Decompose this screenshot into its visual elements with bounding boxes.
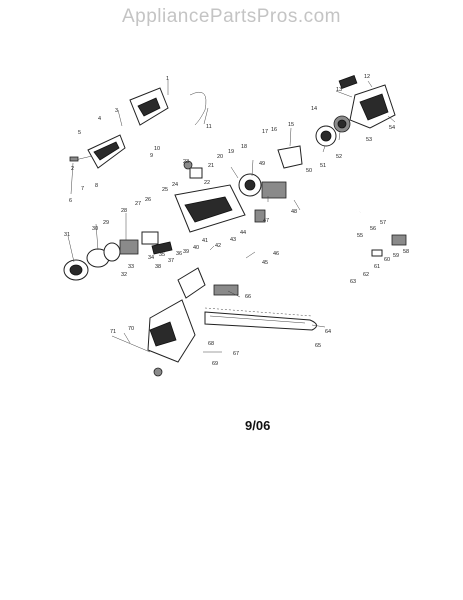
part-label-22: 22 [204, 180, 210, 186]
part-label-66: 66 [245, 294, 251, 300]
part-label-11: 11 [206, 124, 212, 130]
part-label-36: 36 [176, 251, 182, 257]
part-label-65: 65 [315, 343, 321, 349]
part-label-16: 16 [271, 127, 277, 133]
part-label-12: 12 [364, 74, 370, 80]
part-label-71: 71 [110, 329, 116, 335]
part-label-35: 35 [159, 252, 165, 258]
starter-assembly [277, 74, 396, 169]
part-label-25: 25 [162, 187, 168, 193]
watermark-text: AppliancePartsPros.com [121, 6, 342, 27]
part-label-28: 28 [121, 208, 127, 214]
part-label-33: 33 [128, 264, 134, 270]
part-label-24: 24 [172, 182, 178, 188]
part-label-43: 43 [230, 237, 236, 243]
part-label-40: 40 [193, 245, 199, 251]
part-label-60: 60 [384, 257, 390, 263]
part-label-9: 9 [150, 153, 153, 159]
part-label-18: 18 [241, 144, 247, 150]
leader-lines [67, 80, 396, 353]
part-label-23: 23 [183, 159, 189, 165]
part-label-2: 2 [71, 166, 74, 172]
part-label-49: 49 [259, 161, 265, 167]
part-label-5: 5 [78, 130, 81, 136]
part-label-3: 3 [115, 108, 118, 114]
part-label-20: 20 [217, 154, 223, 160]
part-number-labels: 1 2 3 4 5 6 7 8 9 10 11 12 13 14 15 16 1… [64, 74, 409, 367]
side-cover [147, 267, 222, 377]
part-label-57: 57 [380, 220, 386, 226]
part-label-38: 38 [155, 264, 161, 270]
part-label-26: 26 [145, 197, 151, 203]
part-label-32: 32 [121, 272, 127, 278]
part-label-55: 55 [357, 233, 363, 239]
part-label-30: 30 [92, 226, 98, 232]
part-label-29: 29 [103, 220, 109, 226]
part-label-54: 54 [389, 125, 395, 131]
clutch-assembly [63, 231, 173, 281]
part-label-59: 59 [393, 253, 399, 259]
part-label-19: 19 [228, 149, 234, 155]
part-label-48: 48 [291, 209, 297, 215]
part-label-50: 50 [306, 168, 312, 174]
part-label-44: 44 [240, 230, 246, 236]
part-label-42: 42 [215, 243, 221, 249]
part-label-47: 47 [263, 218, 269, 224]
part-label-37: 37 [168, 258, 174, 264]
part-label-1: 1 [166, 76, 169, 82]
part-label-27: 27 [135, 201, 141, 207]
part-label-68: 68 [208, 341, 214, 347]
part-label-61: 61 [374, 264, 380, 270]
part-label-31: 31 [64, 232, 70, 238]
part-label-7: 7 [81, 186, 84, 192]
part-label-63: 63 [350, 279, 356, 285]
part-label-17: 17 [262, 129, 268, 135]
part-label-8: 8 [95, 183, 98, 189]
guide-bar-and-chain [204, 284, 317, 331]
part-label-45: 45 [262, 260, 268, 266]
part-label-34: 34 [148, 255, 154, 261]
part-label-53: 53 [366, 137, 372, 143]
part-label-46: 46 [273, 251, 279, 257]
part-label-4: 4 [98, 116, 101, 122]
part-label-10: 10 [154, 146, 160, 152]
part-label-51: 51 [320, 163, 326, 169]
part-label-64: 64 [325, 329, 331, 335]
engine-housing [174, 160, 287, 233]
part-label-13: 13 [336, 87, 342, 93]
part-label-62: 62 [363, 272, 369, 278]
part-label-58: 58 [403, 249, 409, 255]
part-label-52: 52 [336, 154, 342, 160]
front-handle [358, 182, 416, 257]
part-label-21: 21 [208, 163, 214, 169]
part-label-67: 67 [233, 351, 239, 357]
part-label-56: 56 [370, 226, 376, 232]
part-label-70: 70 [128, 326, 134, 332]
revision-date: 9/06 [245, 418, 271, 433]
part-label-14: 14 [311, 106, 317, 112]
part-label-15: 15 [288, 122, 294, 128]
part-label-6: 6 [69, 198, 72, 204]
part-label-41: 41 [202, 238, 208, 244]
part-label-69: 69 [212, 361, 218, 367]
rear-handle-assembly [69, 80, 207, 169]
part-label-39: 39 [183, 249, 189, 255]
